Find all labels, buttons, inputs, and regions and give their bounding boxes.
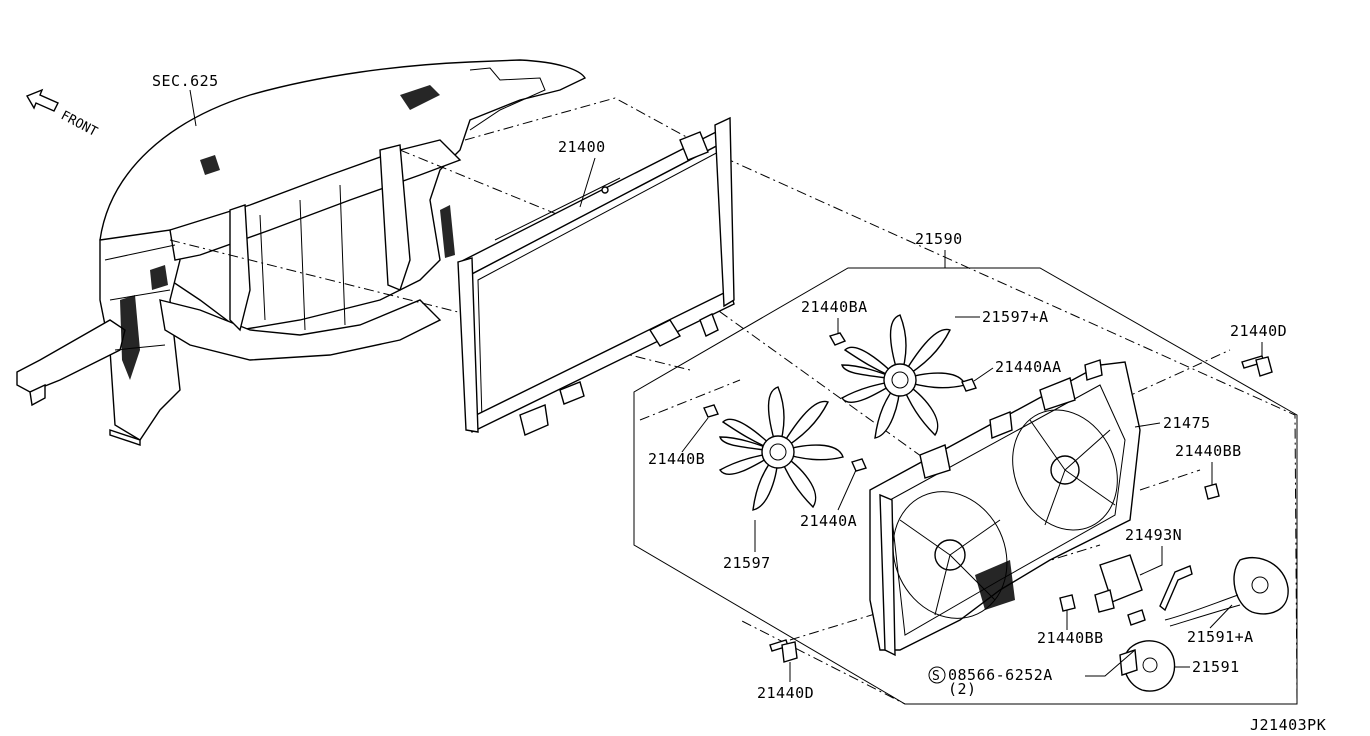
label-21440bb-bottom: 21440BB <box>1037 629 1104 647</box>
label-21475: 21475 <box>1163 414 1211 432</box>
label-screw-qty: (2) <box>948 680 977 698</box>
label-21440d-bottom: 21440D <box>757 684 814 702</box>
label-21440a: 21440A <box>800 512 857 530</box>
bolt-21440d-top <box>1241 355 1273 377</box>
label-sec-625: SEC.625 <box>152 72 219 90</box>
label-21597-a: 21597+A <box>982 308 1049 326</box>
diagram-code: J21403PK <box>1250 716 1326 734</box>
label-21493n: 21493N <box>1125 526 1182 544</box>
label-21591-a: 21591+A <box>1187 628 1254 646</box>
label-21440d-top: 21440D <box>1230 322 1287 340</box>
fan-motor <box>1119 609 1176 692</box>
fan-upper <box>840 314 966 439</box>
fan-shroud <box>869 359 1141 657</box>
fan-lower <box>718 386 844 511</box>
screw-marker-letter: S <box>932 669 940 684</box>
assembly-group-outline <box>633 267 1298 705</box>
fan-motor-a <box>1159 556 1289 627</box>
label-21440bb-right: 21440BB <box>1175 442 1242 460</box>
radiator-core-support <box>16 59 587 446</box>
nut-21440aa <box>961 378 977 392</box>
clip-21440bb-bottom <box>1059 594 1076 612</box>
front-label: FRONT <box>58 108 100 140</box>
label-21440b: 21440B <box>648 450 705 468</box>
nut-21440ba <box>828 332 847 346</box>
bolt-21440d-bottom <box>769 639 798 663</box>
harness-connector <box>1094 554 1143 613</box>
front-arrow-icon <box>25 88 59 112</box>
screw-marker-icon <box>928 666 946 684</box>
label-21597: 21597 <box>723 554 771 572</box>
label-08566-6252a: 08566-6252A <box>948 666 1053 684</box>
clip-21440bb-right <box>1204 483 1220 500</box>
label-21590: 21590 <box>915 230 963 248</box>
nut-21440b <box>703 404 719 418</box>
label-21591: 21591 <box>1192 658 1240 676</box>
nut-21440a <box>851 458 867 472</box>
label-21400: 21400 <box>558 138 606 156</box>
label-21440ba: 21440BA <box>801 298 868 316</box>
radiator <box>457 116 735 436</box>
label-21440aa: 21440AA <box>995 358 1062 376</box>
